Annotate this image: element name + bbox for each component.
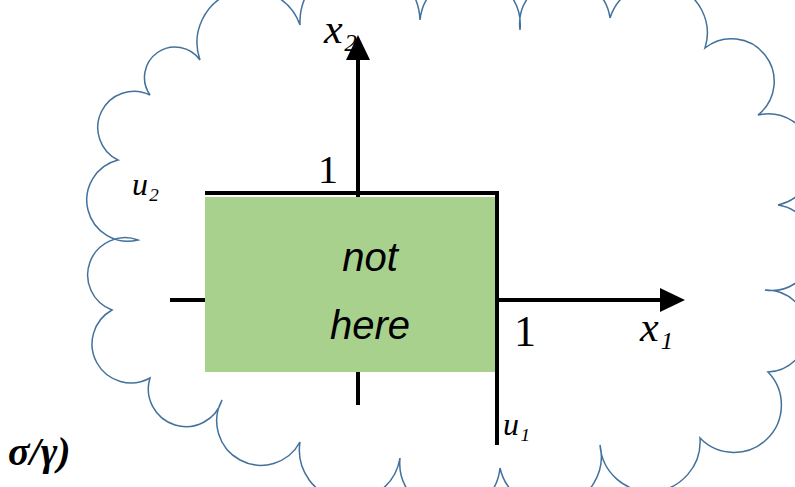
cloud-outline	[87, 0, 795, 487]
formula-fragment: σ/γ)	[8, 432, 71, 472]
region-text: not here	[315, 223, 425, 359]
bound-name: u₂	[132, 168, 159, 200]
tick-value: 1	[318, 150, 338, 190]
bound-line	[205, 193, 497, 445]
region-box: not here	[205, 197, 495, 372]
axis-name: x₁	[640, 306, 673, 348]
axis-name: x₂	[324, 8, 357, 50]
bound-name: u₁	[503, 408, 530, 440]
tick-value: 1	[514, 310, 536, 354]
